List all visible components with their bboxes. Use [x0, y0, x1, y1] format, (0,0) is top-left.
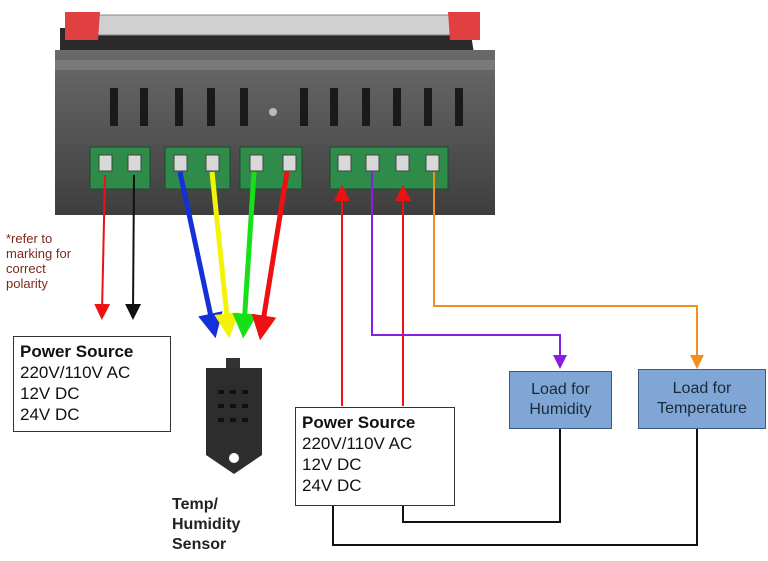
- note-line: polarity: [6, 276, 48, 291]
- load-temperature-line: Load for: [672, 380, 732, 397]
- sensor-icon: [206, 358, 262, 474]
- terminal-blocks: [89, 146, 449, 190]
- load-humidity-box: Load for Humidity: [509, 371, 612, 429]
- sensor-label-line: Sensor: [172, 536, 227, 553]
- load-humidity-line: Humidity: [529, 401, 592, 418]
- load-temperature-box: Load for Temperature: [638, 369, 766, 429]
- note-line: correct: [6, 261, 46, 276]
- sensor-label-line: Humidity: [172, 516, 241, 533]
- load-humidity-line: Load for: [531, 381, 590, 398]
- wire-blue: [177, 171, 223, 339]
- power-source-title: Power Source: [302, 413, 416, 432]
- power-source-line: 24V DC: [302, 476, 362, 495]
- wire-yellow: [209, 171, 240, 339]
- wire-purple: [371, 172, 567, 369]
- power-source-line: 12V DC: [20, 384, 80, 403]
- wire-red-left: [94, 174, 111, 320]
- polarity-note: *refer to marking for correct polarity: [6, 231, 96, 291]
- note-line: *refer to: [6, 231, 53, 246]
- wire-black-left: [125, 174, 142, 320]
- wire-black-humidity-return: [402, 428, 561, 523]
- power-source-title: Power Source: [20, 342, 134, 361]
- wire-green: [232, 171, 258, 339]
- wire-orange: [433, 172, 704, 369]
- red-tab-left: [65, 12, 100, 40]
- power-source-line: 24V DC: [20, 405, 80, 424]
- sensor-label-line: Temp/: [172, 496, 218, 513]
- controller-device: [55, 12, 495, 215]
- power-source-line: 220V/110V AC: [302, 434, 413, 453]
- power-source-line: 220V/110V AC: [20, 363, 131, 382]
- wire-red-sensor: [251, 171, 290, 341]
- power-source-line: 12V DC: [302, 455, 362, 474]
- red-tab-right: [448, 12, 480, 40]
- power-source-left-box: Power Source 220V/110V AC 12V DC 24V DC: [13, 336, 171, 432]
- note-line: marking for: [6, 246, 72, 261]
- wire-black-temperature-return: [332, 428, 698, 546]
- vent-slots: [110, 88, 463, 126]
- power-source-right-box: Power Source 220V/110V AC 12V DC 24V DC: [295, 407, 455, 506]
- load-temperature-line: Temperature: [657, 400, 747, 417]
- sensor-label: Temp/ Humidity Sensor: [172, 495, 240, 555]
